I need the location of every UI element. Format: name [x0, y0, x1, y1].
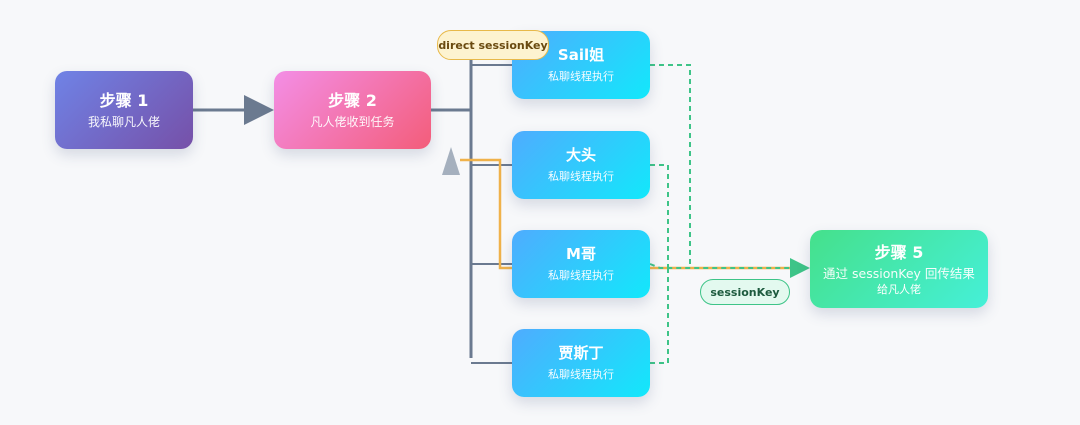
worker-node-justin[interactable]: 贾斯丁 私聊线程执行 — [512, 329, 650, 397]
worker-node-mge[interactable]: M哥 私聊线程执行 — [512, 230, 650, 298]
return-line-2 — [650, 164, 669, 268]
step-1-node[interactable]: 步骤 1 我私聊凡人佬 — [55, 71, 193, 149]
worker-subtitle: 私聊线程执行 — [548, 70, 614, 83]
worker-subtitle: 私聊线程执行 — [548, 368, 614, 381]
worker-title: M哥 — [566, 245, 596, 263]
worker-title: Sail姐 — [557, 46, 605, 64]
step-5-subtitle: 通过 sessionKey 回传结果 — [823, 265, 975, 281]
direct-sessionkey-label: direct sessionKey — [437, 30, 549, 60]
sessionkey-label: sessionKey — [700, 279, 790, 305]
return-line-1 — [650, 64, 691, 268]
worker-node-datou[interactable]: 大头 私聊线程执行 — [512, 131, 650, 199]
return-line-4 — [650, 268, 669, 364]
up-arrowhead — [442, 147, 460, 175]
worker-subtitle: 私聊线程执行 — [548, 170, 614, 183]
worker-title: 大头 — [565, 146, 596, 164]
step-2-node[interactable]: 步骤 2 凡人佬收到任务 — [274, 71, 431, 149]
step-2-subtitle: 凡人佬收到任务 — [310, 114, 395, 129]
return-line-3 — [649, 258, 810, 278]
step-5-node[interactable]: 步骤 5 通过 sessionKey 回传结果 给凡人佬 — [810, 230, 988, 308]
step-5-title: 步骤 5 — [874, 242, 924, 262]
step-2-title: 步骤 2 — [328, 90, 377, 110]
step-1-title: 步骤 1 — [99, 90, 149, 110]
worker-subtitle: 私聊线程执行 — [548, 269, 614, 282]
worker-title: 贾斯丁 — [558, 344, 604, 362]
direct-sessionkey-line — [460, 158, 800, 270]
step-5-subtitle-2: 给凡人佬 — [877, 282, 921, 296]
step-1-subtitle: 我私聊凡人佬 — [87, 114, 160, 129]
